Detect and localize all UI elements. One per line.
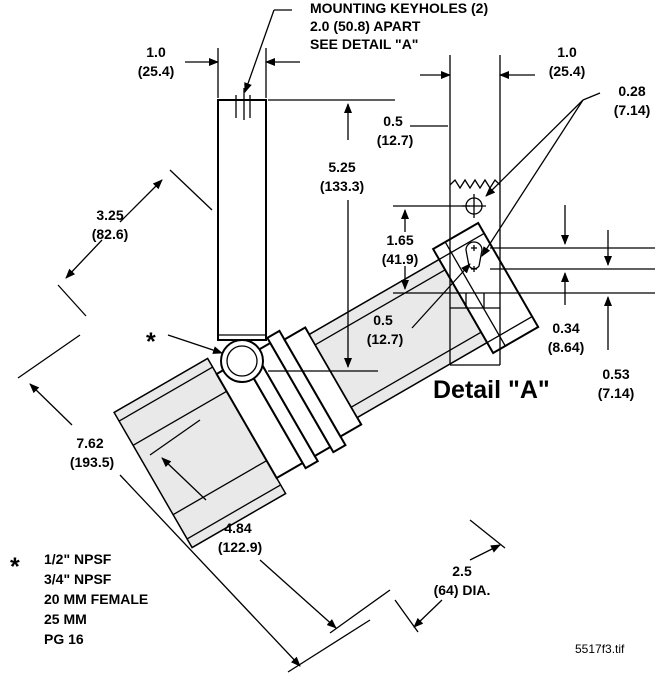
notes-asterisk: *	[10, 553, 20, 581]
overall-length-mm: (193.5)	[70, 454, 114, 470]
slot-length-in: 0.34	[552, 320, 579, 336]
detail-width-in: 1.0	[557, 44, 577, 60]
note-1: 1/2" NPSF	[44, 551, 112, 567]
slot-length-mm: (8.64)	[548, 339, 585, 355]
bracket-width-mm: (25.4)	[138, 63, 175, 79]
keyholes-note-1: MOUNTING KEYHOLES (2)	[310, 0, 488, 16]
lower-offset-in: 0.5	[373, 312, 393, 328]
mounting-bracket	[217, 99, 267, 341]
keyhole-dia-in: 0.28	[618, 83, 645, 99]
end-cap	[431, 221, 540, 355]
nut-width-mm: (82.6)	[92, 226, 129, 242]
note-2: 3/4" NPSF	[44, 571, 112, 587]
body-length-mm: (122.9)	[218, 539, 262, 555]
keyhole-spacing-in: 1.65	[386, 232, 413, 248]
detail-width-mm: (25.4)	[549, 63, 586, 79]
asterisk-marker: *	[146, 328, 156, 356]
keyholes-note-3: SEE DETAIL "A"	[310, 36, 418, 52]
body-length-in: 4.84	[224, 520, 251, 536]
sensor-body	[113, 221, 540, 549]
nut-width-in: 3.25	[96, 207, 123, 223]
detail-a: 1.0 (25.4) 0.28 (7.14) 0.5 (12.7) 1.65 (…	[367, 44, 655, 404]
note-3: 20 MM FEMALE	[44, 591, 148, 607]
diameter-in: 2.5	[452, 563, 472, 579]
bottom-offset-mm: (7.14)	[598, 385, 635, 401]
top-offset-in: 0.5	[383, 113, 403, 129]
keyhole-dia-mm: (7.14)	[614, 102, 651, 118]
file-name: 5517f3.tif	[575, 642, 625, 656]
note-5: PG 16	[44, 631, 84, 647]
bracket-height-mm: (133.3)	[320, 178, 364, 194]
diameter-mm: (64) DIA.	[434, 582, 491, 598]
keyhole-spacing-mm: (41.9)	[382, 251, 419, 267]
bracket-width-in: 1.0	[146, 44, 166, 60]
bottom-offset-in: 0.53	[602, 366, 629, 382]
note-4: 25 MM	[44, 611, 87, 627]
bracket-height-in: 5.25	[328, 159, 355, 175]
lower-offset-mm: (12.7)	[367, 331, 404, 347]
keyholes-note-2: 2.0 (50.8) APART	[310, 18, 421, 34]
detail-title: Detail "A"	[433, 376, 550, 404]
top-offset-mm: (12.7)	[377, 132, 414, 148]
overall-length-in: 7.62	[76, 435, 103, 451]
